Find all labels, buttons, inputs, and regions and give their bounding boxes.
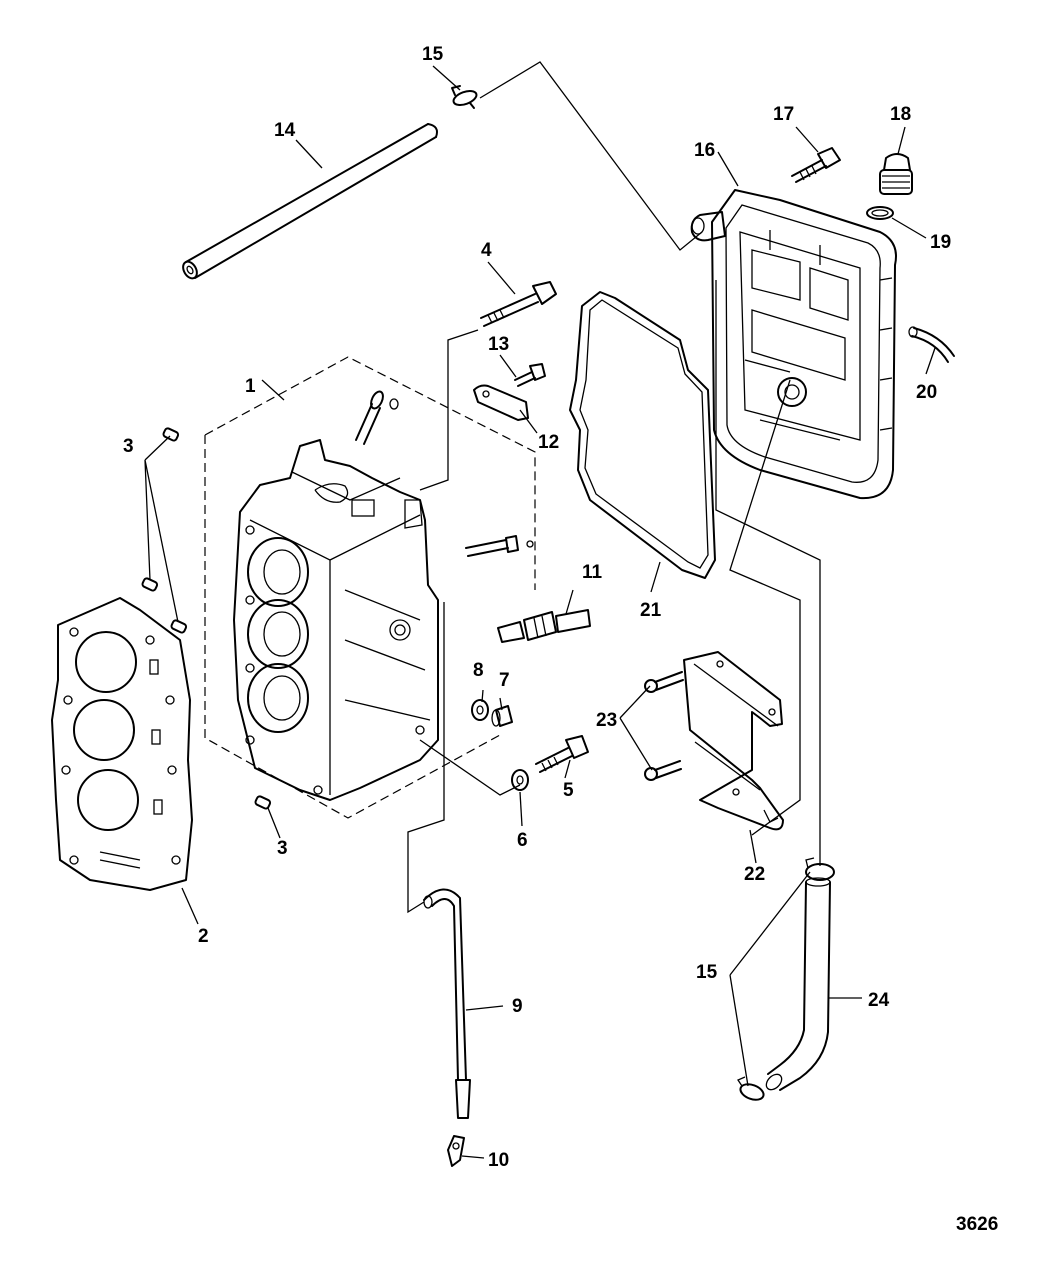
routing-line-14-to-16 <box>479 61 703 251</box>
callout-14: 14 <box>274 120 296 141</box>
part-4-bolt <box>480 281 557 327</box>
part-16-cylinder-head-cover <box>690 189 897 500</box>
callout-16: 16 <box>694 140 715 161</box>
callout-12: 12 <box>538 432 559 453</box>
part-15-hose-clamps-bottom <box>737 857 835 1101</box>
callout-6: 6 <box>517 830 528 851</box>
callout-9: 9 <box>512 996 523 1017</box>
part-20-hose <box>908 326 955 363</box>
routing-line-4-to-head <box>419 329 479 491</box>
callout-3b: 3 <box>277 838 288 859</box>
part-fitting <box>465 535 534 557</box>
part-15-hose-clamp-top <box>451 85 478 109</box>
callout-15a: 15 <box>422 44 444 65</box>
part-12-bracket <box>473 384 529 421</box>
callout-13: 13 <box>488 334 509 355</box>
callout-3a: 3 <box>123 436 134 457</box>
callout-22: 22 <box>744 864 765 885</box>
routing-line-16-to-22 <box>729 379 801 836</box>
callout-17: 17 <box>773 104 794 125</box>
callout-11: 11 <box>582 562 603 583</box>
callout-2: 2 <box>198 926 209 947</box>
part-23-screws <box>644 671 684 781</box>
leader-lines <box>144 65 936 1159</box>
callout-7: 7 <box>499 670 510 691</box>
part-10-fitting <box>447 1135 465 1167</box>
routing-line-9 <box>407 602 445 914</box>
part-21-gasket <box>569 291 716 579</box>
part-5-bolt <box>535 735 589 773</box>
part-17-bolt <box>791 147 841 183</box>
part-19-o-ring <box>866 206 894 220</box>
callout-18: 18 <box>890 104 911 125</box>
part-9-hose <box>423 888 471 1119</box>
callout-19: 19 <box>930 232 951 253</box>
callout-1: 1 <box>245 376 256 397</box>
part-8-washer <box>471 699 489 721</box>
figure-number: 3626 <box>956 1214 998 1235</box>
callout-10: 10 <box>488 1150 509 1171</box>
callout-21: 21 <box>640 600 662 621</box>
callout-23: 23 <box>596 710 617 731</box>
part-24-hose <box>765 877 831 1091</box>
part-1-cylinder-head <box>233 439 439 801</box>
part-7-plug <box>491 705 513 727</box>
part-22-plate <box>683 651 784 831</box>
callout-4: 4 <box>481 240 492 261</box>
routing-line-21-to-16 <box>715 280 821 866</box>
part-18-plug <box>879 153 913 195</box>
callout-15b: 15 <box>696 962 718 983</box>
callout-8: 8 <box>473 660 484 681</box>
part-1-assembly-outline <box>204 356 536 819</box>
part-14-tube <box>182 123 438 280</box>
routing-line-5-6 <box>419 739 521 796</box>
callout-20: 20 <box>916 382 937 403</box>
part-3-dowel-pins <box>141 427 272 810</box>
part-2-head-gasket <box>51 597 193 891</box>
callout-24: 24 <box>868 990 890 1011</box>
part-6-washer <box>511 769 529 791</box>
part-11-spark-plug <box>497 609 591 643</box>
part-anode <box>355 390 399 445</box>
part-13-bolt <box>514 363 546 387</box>
callout-5: 5 <box>563 780 574 801</box>
